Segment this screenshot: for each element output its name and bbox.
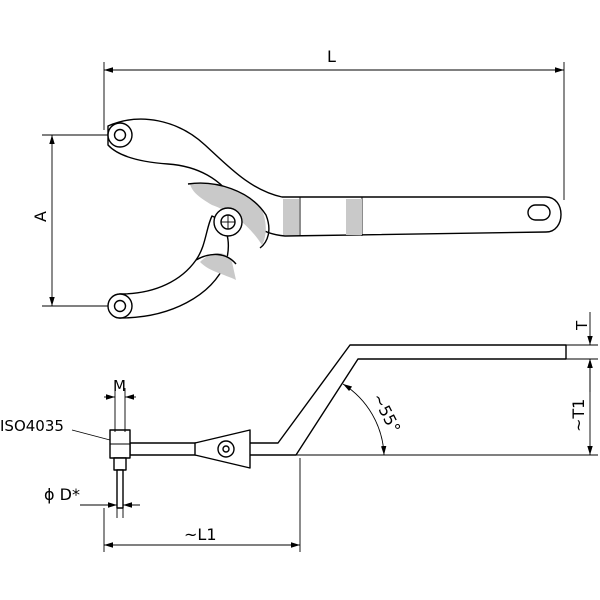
standard-callout: ISO4035 [0,417,111,441]
dimension-jaw-span: A [31,134,112,307]
dimension-jaw-span-label: A [31,211,50,222]
dimension-pin-size: M [104,377,136,432]
dimension-offset-height-label: ~T1 [569,399,588,432]
handle-slot [527,204,551,221]
side-pin-nut [109,429,131,509]
top-tip-pin [107,122,133,148]
dimension-offset-height: ~T1 [296,359,598,456]
dimension-length: L [103,47,565,200]
dimension-thickness-label: T [573,320,591,331]
standard-label: ISO4035 [0,417,64,435]
pivot-pin [213,207,243,237]
dimension-bend-angle-label: ~55° [368,390,404,436]
dimension-pin-diameter: ϕ D* [44,470,140,518]
wrench-body [107,118,562,237]
dimension-pin-size-label: M [113,377,126,395]
top-view: L A [31,47,565,319]
side-hinge [194,429,251,469]
dimension-offset-length: ~L1 [103,458,301,552]
hinged-jaw [108,182,270,319]
dimension-pin-diameter-label: ϕ D* [44,485,80,504]
dimension-offset-length-label: ~L1 [184,525,217,544]
bottom-tip-pin [107,293,133,319]
side-profile [129,344,567,456]
side-view: M ISO4035 ϕ D* ~L1 T [0,312,598,552]
dimension-length-label: L [327,47,336,66]
dimension-thickness: T [566,312,598,392]
dimension-bend-angle: ~55° [342,383,404,456]
